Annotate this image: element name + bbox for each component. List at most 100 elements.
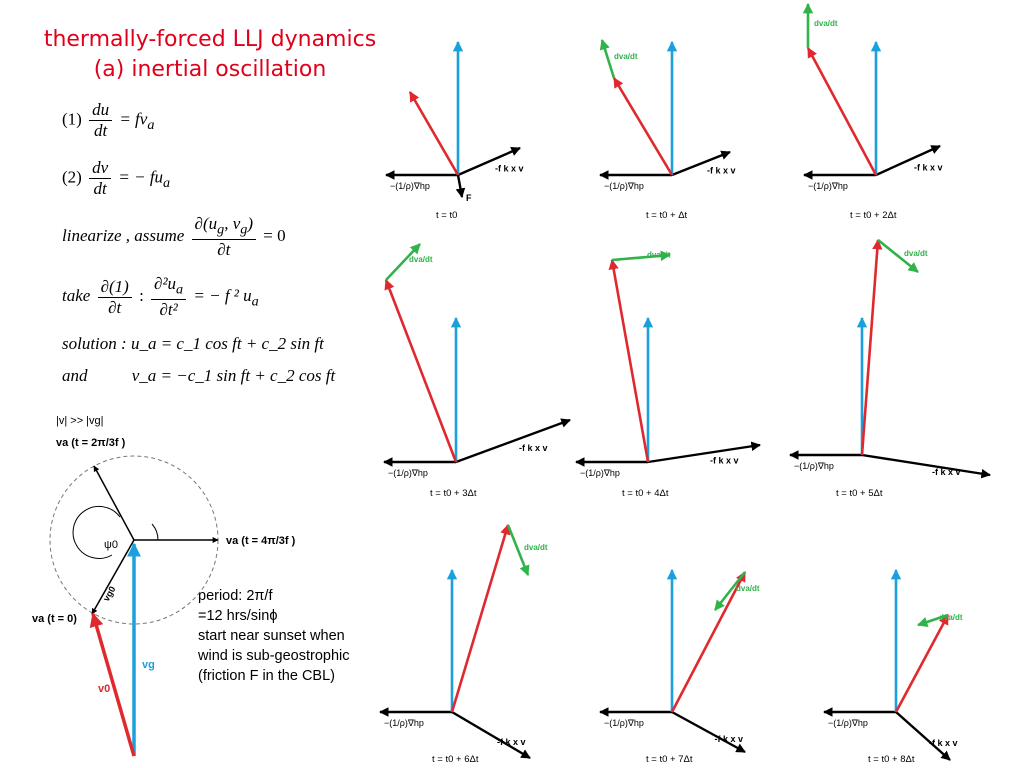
- slide-title-line2: (a) inertial oscillation: [93, 57, 327, 82]
- pressure-gradient-label: −(1/ρ)∇hp: [384, 718, 424, 728]
- wind-vector: [670, 571, 747, 713]
- wind-vector: [384, 279, 458, 463]
- coriolis-vector: [451, 710, 531, 760]
- panel-caption: t = t0 + 4Δt: [622, 488, 669, 499]
- tendency-label: dva/dt: [814, 19, 838, 28]
- eq2-label: (2): [62, 167, 82, 187]
- friction-label: F: [466, 193, 472, 203]
- psi-angle-arc: [72, 505, 121, 559]
- wind-vector: [408, 91, 460, 176]
- panel-caption: t = t0 + 8Δt: [868, 754, 915, 765]
- coriolis-vector: [647, 441, 761, 464]
- panel-2: −(1/ρ)∇hp -f k x v dva/dt t = t0 + 2Δt: [802, 2, 943, 221]
- tendency-vector: [385, 243, 421, 281]
- tendency-vector: [599, 39, 616, 79]
- panel-caption: t = t0: [436, 210, 457, 221]
- pressure-gradient-label: −(1/ρ)∇hp: [388, 468, 428, 478]
- eq1-label: (1): [62, 109, 82, 129]
- coriolis-label: -f k x v: [932, 467, 961, 477]
- coriolis-label: -f k x v: [929, 738, 958, 748]
- tendency-label: dva/dt: [939, 613, 963, 622]
- right-angle-arc: [151, 523, 159, 541]
- friction-vector: [455, 174, 466, 198]
- coriolis-vector: [457, 146, 521, 177]
- eq2-rhs: = − fu: [118, 167, 164, 187]
- coriolis-vector: [875, 144, 941, 177]
- panel-caption: t = t0 + Δt: [646, 210, 688, 221]
- coriolis-label: -f k x v: [710, 456, 739, 466]
- eq1-rhs-sub: a: [147, 116, 155, 133]
- pressure-gradient-label: −(1/ρ)∇hp: [390, 181, 430, 191]
- linearize-text: linearize , assume: [62, 226, 185, 246]
- vg-label: vg: [142, 659, 155, 671]
- coriolis-label: -f k x v: [707, 166, 736, 176]
- panel-caption: t = t0 + 3Δt: [430, 488, 477, 499]
- wind-vector: [894, 614, 950, 713]
- wind-vector: [612, 77, 674, 176]
- wind-vector: [450, 524, 511, 713]
- v0-vector: [89, 612, 136, 757]
- panel-caption: t = t0 + 6Δt: [432, 754, 479, 765]
- coriolis-vector: [895, 711, 951, 761]
- pressure-gradient-label: −(1/ρ)∇hp: [604, 181, 644, 191]
- tendency-label: dva/dt: [647, 251, 671, 260]
- wind-vector: [608, 258, 650, 463]
- eq2-num: dv: [89, 158, 112, 179]
- panel-caption: t = t0 + 5Δt: [836, 488, 883, 499]
- tendency-vector: [506, 524, 530, 576]
- wind-vector: [860, 238, 883, 456]
- and-text: and: [62, 366, 88, 385]
- tendency-vector: [611, 250, 672, 262]
- vector-panels: F−(1/ρ)∇hp-f k x vt = t0−(1/ρ)∇hp-f k x …: [379, 2, 991, 765]
- va-top-vector: [93, 465, 135, 541]
- panel-caption: t = t0 + 2Δt: [850, 210, 897, 221]
- note-subgeo: wind is sub-geostrophic: [198, 648, 350, 664]
- coriolis-vector: [861, 453, 991, 479]
- inertial-circle-diagram: |v| >> |vg| va (t = 2π/3f ) va (t = 4π/3…: [32, 415, 296, 757]
- eq2-rhs-sub: a: [163, 174, 171, 191]
- pressure-gradient-label: −(1/ρ)∇hp: [794, 461, 834, 471]
- coriolis-label: -f k x v: [519, 443, 548, 453]
- take-text: take: [62, 286, 91, 306]
- take-num2: ∂²ua: [151, 274, 187, 301]
- panel-3: −(1/ρ)∇hp -f k x v dva/dt t = t0 + 3Δt: [383, 243, 571, 499]
- eq2-den: dt: [93, 179, 107, 198]
- note-friction: (friction F in the CBL): [198, 668, 335, 684]
- equation-and: and v_a = −c_1 sin ft + c_2 cos ft: [62, 366, 335, 386]
- eq1-num: du: [89, 100, 113, 121]
- solution-text: solution :: [62, 334, 127, 353]
- equation-linearize: linearize , assume ∂(ug, vg)∂t = 0: [62, 214, 286, 260]
- tendency-label: dva/dt: [904, 249, 928, 258]
- tendency-label: dva/dt: [409, 255, 433, 264]
- coriolis-label: -f k x v: [914, 163, 943, 173]
- coriolis-vector: [455, 418, 571, 464]
- take-den1: ∂t: [108, 297, 122, 317]
- pressure-gradient-label: −(1/ρ)∇hp: [808, 181, 848, 191]
- linearize-den: ∂t: [217, 240, 231, 260]
- eq1-rhs: = fv: [119, 109, 148, 129]
- panel-caption: t = t0 + 7Δt: [646, 754, 693, 765]
- va-right-label: va (t = 4π/3f ): [226, 535, 296, 547]
- va-zero-label: va (t = 0): [32, 613, 77, 625]
- note-period: period: 2π/f: [198, 588, 273, 604]
- slide-title-line1: thermally-forced LLJ dynamics: [43, 27, 377, 52]
- solution-rhs: u_a = c_1 cos ft + c_2 sin ft: [130, 334, 324, 353]
- take-rhs-sub: a: [251, 293, 259, 310]
- panel-1: −(1/ρ)∇hp -f k x v dva/dt t = t0 + Δt: [599, 39, 736, 221]
- tendency-label: dva/dt: [524, 543, 548, 552]
- equation-take: take ∂(1)∂t : ∂²ua∂t² = − f ² ua: [62, 274, 259, 320]
- take-num1: ∂(1): [97, 277, 132, 298]
- tendency-label: dva/dt: [614, 52, 638, 61]
- coriolis-vector: [671, 150, 731, 177]
- magnitude-header: |v| >> |vg|: [56, 415, 104, 427]
- tendency-vector: [877, 238, 919, 274]
- linearize-num: ∂(ug, vg): [191, 214, 256, 241]
